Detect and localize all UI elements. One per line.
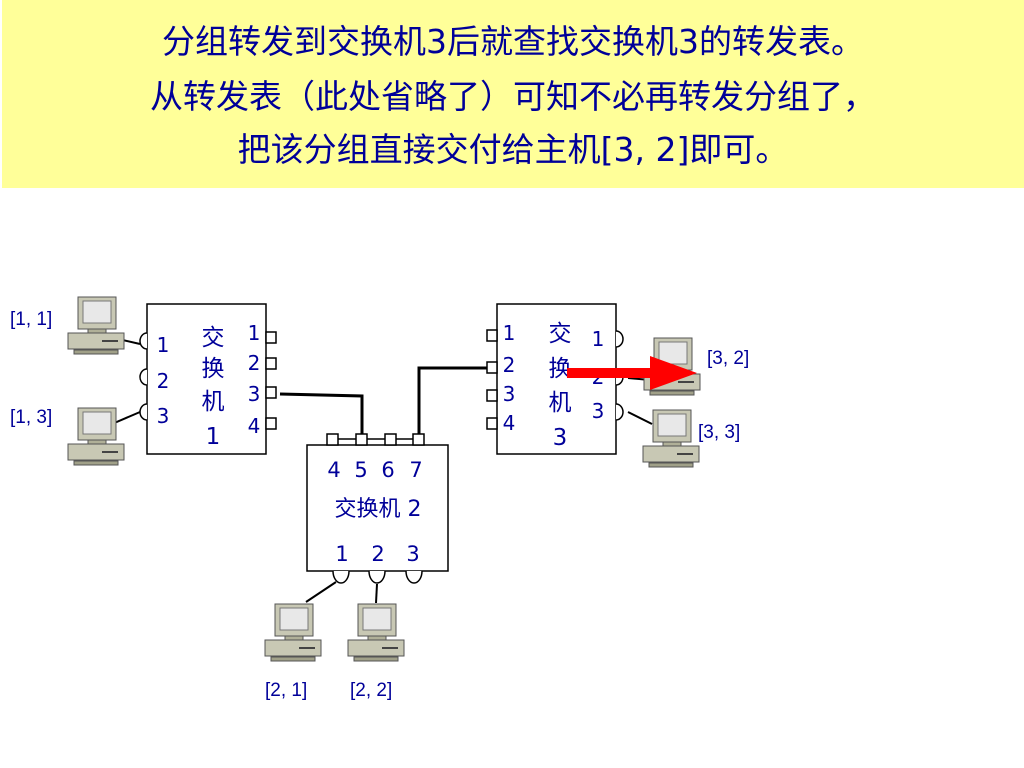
switch-3-left-port-label: 2: [503, 353, 516, 377]
switch-1-left-port-label: 2: [157, 369, 170, 393]
host-address-label: [1, 3]: [10, 407, 52, 428]
title-line-1: 分组转发到交换机3后就查找交换机3的转发表。: [162, 22, 864, 61]
host-address-label: [1, 1]: [10, 309, 52, 330]
switch-3-name-char: 3: [553, 425, 568, 451]
switch-2-bottom-port-label: 1: [335, 542, 348, 566]
switch-3-right-port-label: 1: [592, 327, 605, 351]
cable-h22-s2: [375, 583, 378, 604]
switch-3-left-port-label: 4: [503, 411, 516, 435]
title-banner: 分组转发到交换机3后就查找交换机3的转发表。 从转发表（此处省略了）可知不必再转…: [2, 0, 1024, 188]
switch-1-name-char: 机: [202, 389, 225, 415]
computer-icon: [67, 296, 125, 355]
cable-s2-s3: [417, 366, 490, 434]
cable-s3-h33: [627, 411, 653, 425]
switch-3-right-port-label: 3: [592, 399, 605, 423]
switch-1-right-port-label: 1: [248, 321, 261, 345]
switch-3-name-char: 机: [549, 390, 572, 416]
cable-h13-s1: [111, 411, 141, 425]
switch-2-top-port-label: 7: [409, 458, 422, 482]
switch-2-top-port-label: 4: [327, 458, 340, 482]
computer-icon: [642, 409, 700, 468]
switch-2-top-port-label: 5: [354, 458, 367, 482]
switch-2-bottom-port-label: 2: [371, 542, 384, 566]
switch-1-left-port-label: 1: [157, 333, 170, 357]
switch-1-name-char: 1: [206, 424, 221, 450]
host-2-2: [2, 2]: [347, 603, 405, 701]
switch-1-right-port-label: 2: [248, 351, 261, 375]
cable-s1-s2: [279, 392, 364, 434]
title-line-2: 从转发表（此处省略了）可知不必再转发分组了，: [150, 77, 876, 116]
switch-1-name-char: 交: [202, 325, 225, 351]
switch-2: 4 5 6 7 交换机 2 1 2 3: [306, 433, 449, 584]
switch-3-name-char: 换: [549, 356, 572, 382]
switch-2-name: 交换机 2: [335, 497, 422, 522]
cable-h21-s2: [305, 581, 337, 603]
host-address-label: [2, 1]: [265, 680, 307, 701]
switch-1-name-char: 换: [202, 356, 225, 382]
host-1-3: [1, 3]: [10, 407, 125, 466]
computer-icon: [347, 603, 405, 662]
host-2-1: [2, 1]: [264, 603, 322, 701]
switch-1-right-port-label: 3: [248, 382, 261, 406]
computer-icon: [264, 603, 322, 662]
switch-1-right-port-label: 4: [248, 414, 261, 438]
host-3-2: [3, 2]: [643, 337, 749, 396]
host-3-3: [3, 3]: [642, 409, 740, 468]
forwarding-arrow: [567, 356, 697, 390]
switch-2-bottom-port-label: 3: [406, 542, 419, 566]
host-address-label: [3, 2]: [707, 348, 749, 369]
switch-3: 1 2 3 4 1 2 3 交 换 机 3: [486, 303, 624, 455]
switch-3-left-port-label: 1: [503, 321, 516, 345]
host-1-1: [1, 1]: [10, 296, 125, 355]
title-line-3: 把该分组直接交付给主机[3, 2]即可。: [237, 130, 789, 169]
host-address-label: [2, 2]: [350, 680, 392, 701]
cables: [111, 337, 653, 604]
switch-3-name-char: 交: [549, 321, 572, 347]
computer-icon: [67, 407, 125, 466]
switch-2-top-port-label: 6: [381, 458, 394, 482]
switch-1: 1 2 3 1 2 3 4 交 换 机 1: [139, 303, 277, 455]
host-address-label: [3, 3]: [698, 422, 740, 443]
switch-1-left-port-label: 3: [157, 404, 170, 428]
switch-3-left-port-label: 3: [503, 382, 516, 406]
